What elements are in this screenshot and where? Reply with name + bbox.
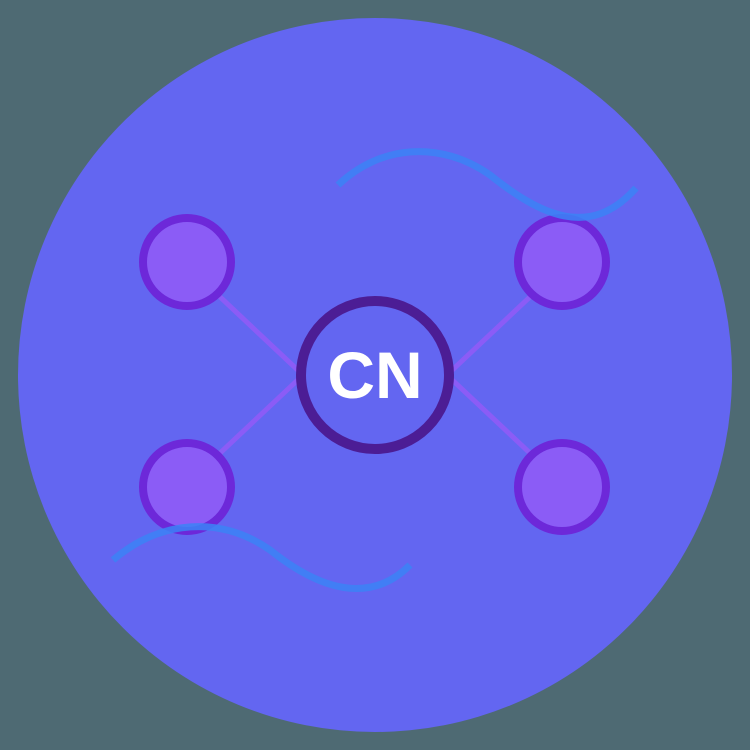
connector-bottom-right <box>445 373 534 457</box>
node-bottom-right <box>514 439 610 535</box>
node-top-left <box>139 214 235 310</box>
logo-text: CN <box>327 338 422 412</box>
wave-top <box>335 148 639 221</box>
wave-bottom <box>110 523 413 592</box>
center-hub <box>296 296 454 454</box>
connector-top-right <box>445 293 534 377</box>
connector-lines <box>216 293 534 457</box>
connector-top-left <box>216 293 305 377</box>
node-top-right <box>514 214 610 310</box>
node-bottom-left <box>139 439 235 535</box>
connector-bottom-left <box>216 373 305 457</box>
